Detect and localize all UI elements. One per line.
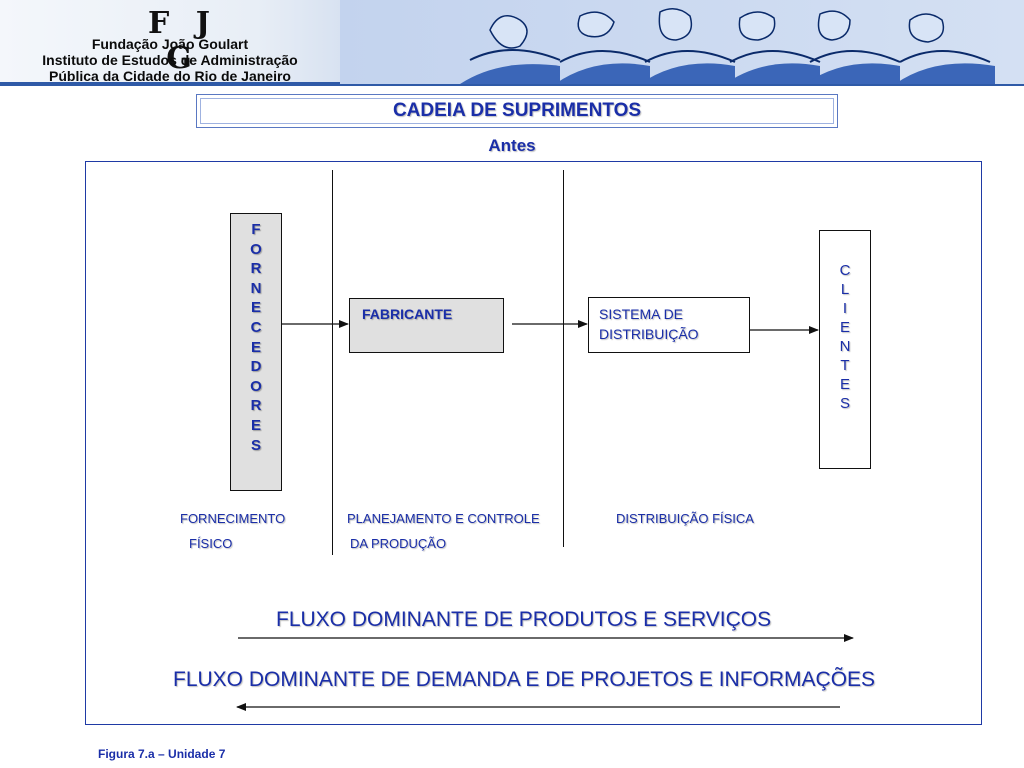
label-planejamento-line-2: DA PRODUÇÃO	[350, 536, 447, 551]
clientes-box: C L I E N T E S	[819, 230, 871, 469]
fornecedores-letters: F O R N E C E D O R E S	[250, 221, 262, 454]
clientes-letters: C L I E N T E S	[839, 262, 851, 412]
separator-line-right	[563, 170, 564, 547]
figure-caption: Figura 7.a – Unidade 7	[98, 747, 226, 761]
sistema-label-line-2: DISTRIBUIÇÃO	[599, 326, 699, 342]
label-distribuicao-fisica: DISTRIBUIÇÃO FÍSICA	[616, 511, 754, 526]
header-banner: F J G Fundação João Goulart Instituto de…	[0, 0, 1024, 86]
fabricante-label: FABRICANTE	[362, 306, 453, 322]
fjg-logo: F J G	[148, 6, 218, 76]
label-fornecimento-line-1: FORNECIMENTO	[180, 511, 286, 526]
org-name-line-1: Fundação João Goulart	[91, 36, 249, 52]
sistema-label-line-1: SISTEMA DE	[599, 306, 684, 322]
label-planejamento-line-1: PLANEJAMENTO E CONTROLE	[347, 511, 540, 526]
fornecedores-box: F O R N E C E D O R E S	[230, 213, 282, 491]
title-box: CADEIA DE SUPRIMENTOS	[196, 94, 838, 128]
flux-products-label: FLUXO DOMINANTE DE PRODUTOS E SERVIÇOS	[276, 608, 772, 631]
label-fornecimento-line-2: FÍSICO	[189, 536, 233, 551]
org-name-line-3: Pública da Cidade do Rio de Janeiro	[49, 68, 291, 84]
title-inner-border	[200, 98, 834, 124]
people-silhouettes-illustration	[340, 0, 1024, 84]
org-name-line-2: Instituto de Estudos de Administração	[42, 52, 298, 68]
separator-line-left	[332, 170, 333, 555]
flux-demand-label: FLUXO DOMINANTE DE DEMANDA E DE PROJETOS…	[173, 668, 876, 691]
banner-bottom-stripe	[0, 82, 1024, 86]
page-title: CADEIA DE SUPRIMENTOS	[392, 100, 642, 121]
sistema-distribuicao-box: SISTEMA DE DISTRIBUIÇÃO	[588, 297, 750, 353]
page-subtitle: Antes	[488, 136, 536, 155]
fabricante-box: FABRICANTE	[349, 298, 504, 353]
